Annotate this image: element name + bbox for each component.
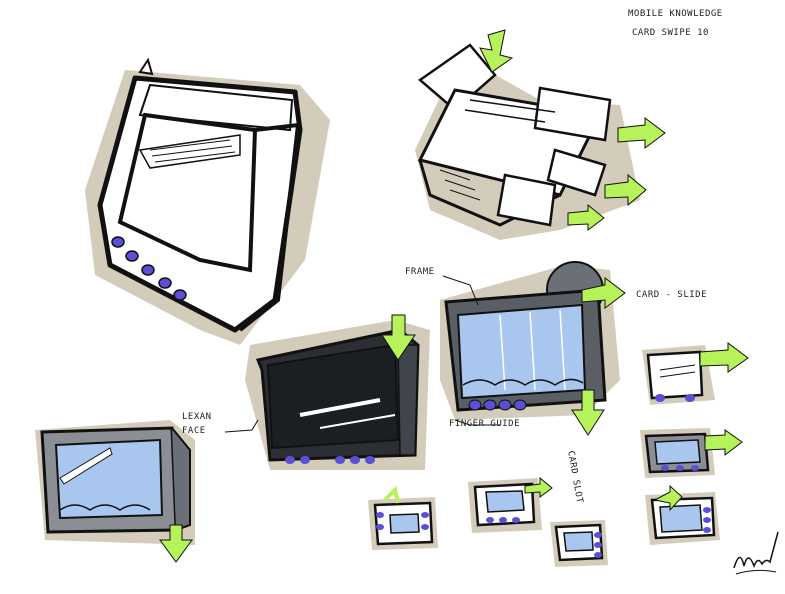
framed-blue-screen-device-sketch [440,261,626,436]
label-finger-guide: Finger Guide [449,419,521,429]
label-frame: Frame [405,267,435,277]
artist-signature-mark [733,531,779,575]
purple-buttons-dark-device [285,456,375,464]
label-card-slide: Card - Slide [636,290,708,300]
exploded-card-slot-sketch [415,29,666,240]
green-arrows-exploded [479,29,666,231]
label-lexan-face: Lexan Face [182,412,212,436]
purple-buttons-large-tablet [111,236,187,301]
gray-device-lower-left-sketch [35,420,195,563]
sheet-title-line2: Card Swipe 10 [632,28,709,38]
large-tilted-tablet-sketch [85,57,330,345]
sheet-title-line1: Mobile Knowledge [628,9,723,19]
dark-lexan-device-sketch [224,314,430,470]
purple-buttons-framed-device [468,399,527,411]
small-variant-sketches [368,342,749,567]
